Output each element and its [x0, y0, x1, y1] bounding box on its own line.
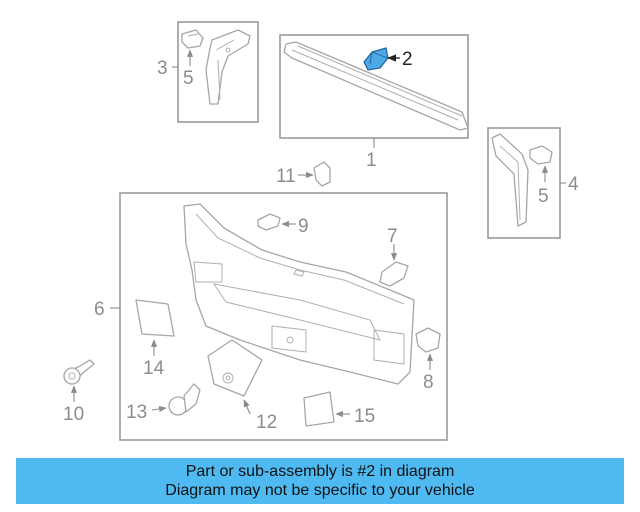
callout-12: 12: [256, 412, 277, 433]
clip-11: [313, 161, 331, 187]
info-banner: Part or sub-assembly is #2 in diagram Di…: [16, 458, 624, 504]
cover-15: [303, 391, 335, 427]
pocket-12: [207, 339, 263, 397]
callout-14: 14: [143, 358, 165, 379]
callout-8: 8: [423, 372, 434, 393]
upper-garnish: [283, 41, 469, 131]
callout-2: 2: [402, 49, 413, 70]
callout-9: 9: [298, 216, 309, 237]
callout-4: 4: [568, 174, 579, 195]
banner-line-1: Part or sub-assembly is #2 in diagram: [185, 463, 455, 480]
callout-6: 6: [94, 299, 105, 320]
callout-5-left: 5: [183, 68, 194, 89]
callout-1: 1: [366, 150, 377, 171]
clip-8: [415, 327, 441, 353]
pillar-trim-right: [491, 133, 529, 227]
callout-10: 10: [63, 404, 84, 425]
cover-14: [135, 299, 175, 337]
part-2-highlighted[interactable]: [363, 47, 389, 71]
screw-10: [63, 359, 95, 385]
back-door-trim-panel: [183, 203, 415, 385]
group-6-box: [110, 192, 448, 441]
bracket-7: [379, 261, 409, 287]
callout-11: 11: [276, 166, 296, 187]
callout-15: 15: [354, 406, 375, 427]
callout-13: 13: [126, 402, 147, 423]
clip-5-left: [181, 29, 204, 49]
clip-5-right: [529, 145, 553, 165]
clip-9: [257, 213, 281, 231]
pillar-trim-left: [205, 29, 251, 105]
banner-line-2: Diagram may not be specific to your vehi…: [165, 482, 475, 499]
lamp-13: [168, 383, 201, 416]
group-3-box: [172, 21, 259, 123]
callout-3: 3: [157, 58, 168, 79]
callout-7: 7: [387, 226, 398, 247]
group-4-box: [487, 127, 566, 239]
callout-5-right: 5: [538, 186, 549, 207]
group-1-box: [279, 34, 469, 148]
